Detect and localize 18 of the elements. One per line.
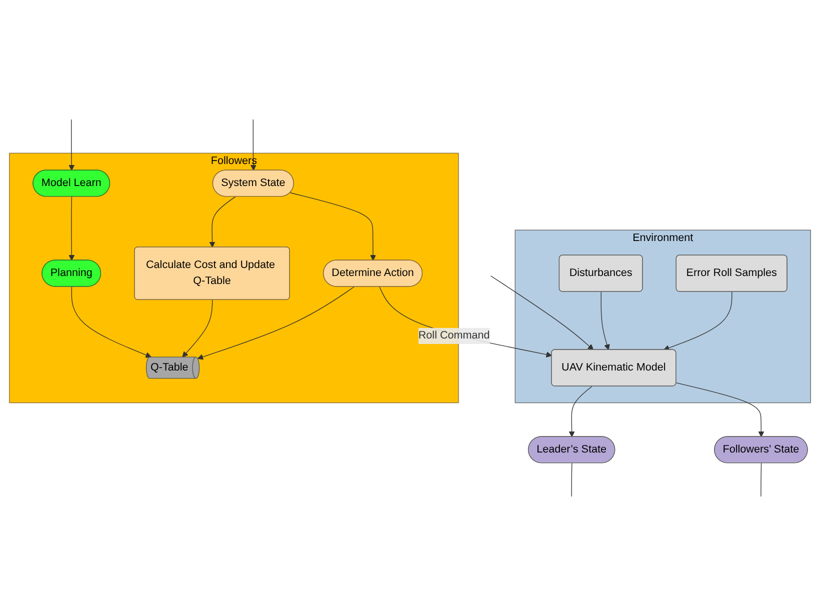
arrow xyxy=(676,382,764,438)
node-text: Q-Table xyxy=(150,362,188,374)
arrow xyxy=(568,386,592,438)
edge-label: Roll Command xyxy=(418,330,490,342)
connector xyxy=(760,462,762,497)
arrow xyxy=(600,291,610,350)
arrow xyxy=(68,196,75,261)
arrow xyxy=(490,276,594,350)
arrow xyxy=(209,196,236,248)
arrow xyxy=(71,286,152,358)
arrow xyxy=(290,192,376,261)
arrow xyxy=(197,286,355,360)
arrow xyxy=(182,300,213,358)
arrow xyxy=(379,286,552,358)
connector xyxy=(571,462,572,497)
arrow xyxy=(663,291,732,351)
arrow xyxy=(68,119,75,171)
arrow xyxy=(250,119,256,171)
